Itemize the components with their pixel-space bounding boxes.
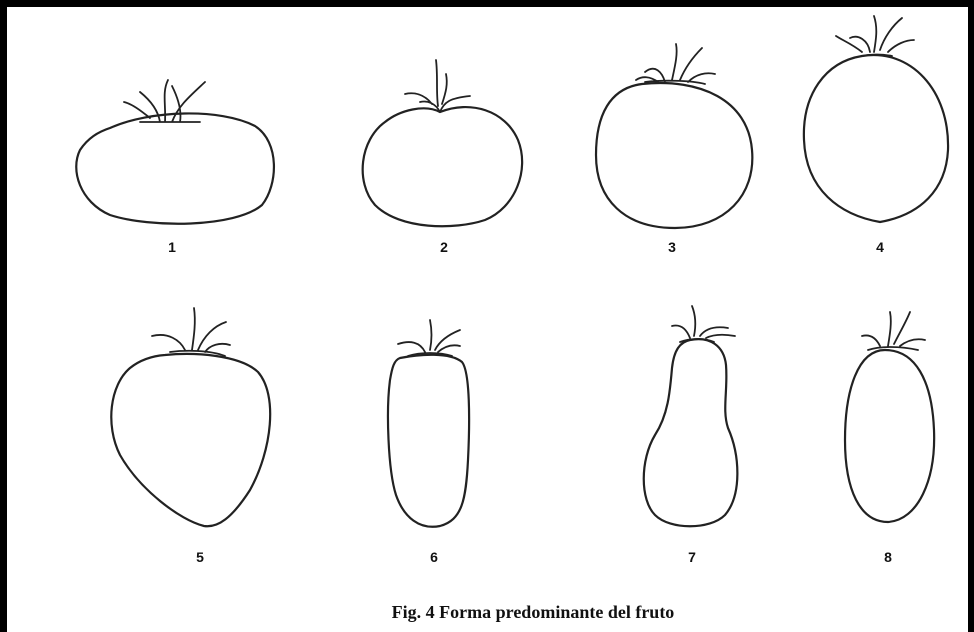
- fruit-shape-2: 2: [363, 60, 522, 255]
- fruit-shape-3: 3: [596, 44, 752, 255]
- fruit-shape-4: 4: [804, 16, 948, 255]
- fruit-shape-5: 5: [111, 308, 270, 565]
- fruit-shape-8: 8: [845, 312, 934, 565]
- fruit-number-6: 6: [430, 549, 438, 565]
- fruit-number-2: 2: [440, 239, 448, 255]
- fruit-shape-7: 7: [644, 306, 738, 565]
- fruit-number-1: 1: [168, 239, 176, 255]
- figure-caption: Fig. 4 Forma predominante del fruto: [392, 602, 675, 622]
- fruit-number-8: 8: [884, 549, 892, 565]
- fruit-number-4: 4: [876, 239, 884, 255]
- fruit-number-7: 7: [688, 549, 696, 565]
- fruit-shape-6: 6: [388, 320, 469, 565]
- fruit-shape-1: 1: [76, 80, 274, 255]
- fruit-number-3: 3: [668, 239, 676, 255]
- fruit-number-5: 5: [196, 549, 204, 565]
